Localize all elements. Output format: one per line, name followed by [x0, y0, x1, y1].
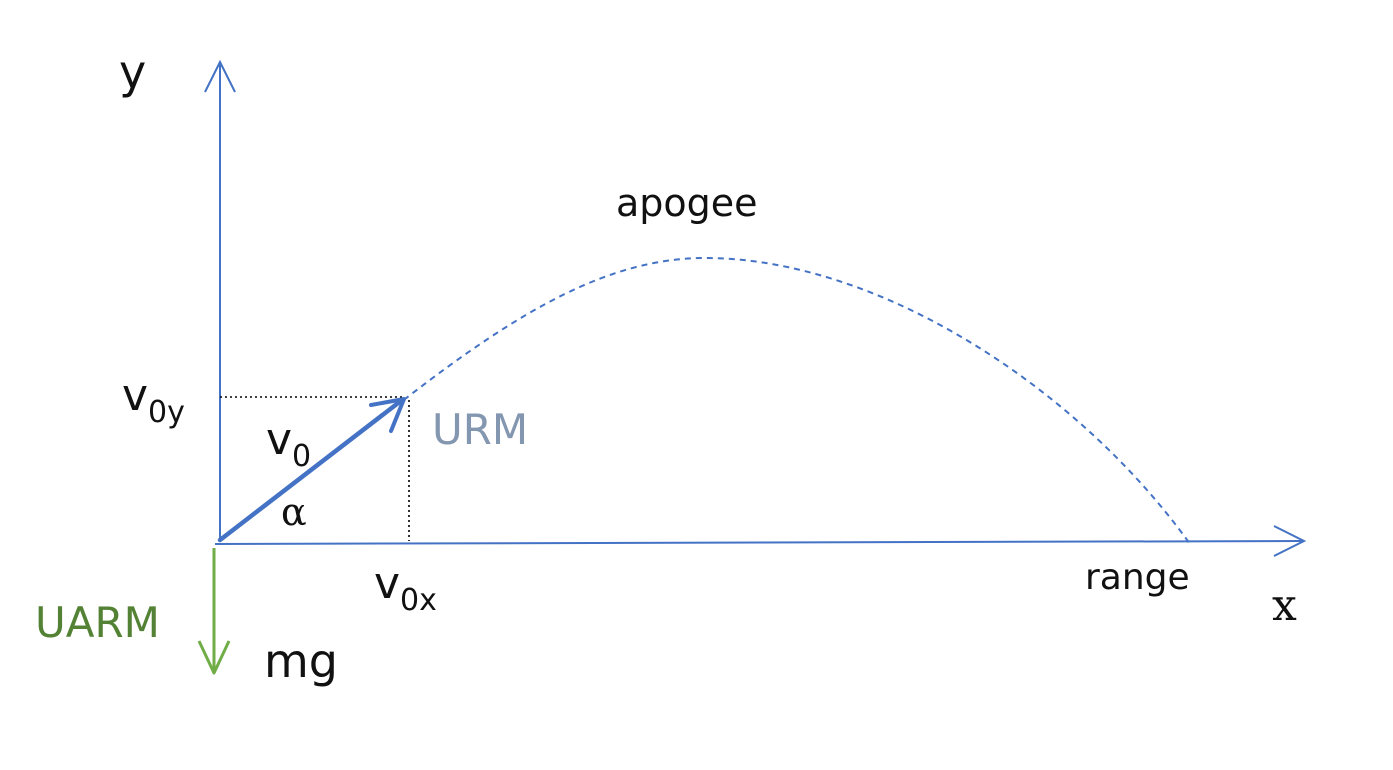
uarm-label: UARM: [35, 598, 160, 647]
y-axis-arrowhead: [204, 59, 236, 93]
v0x-label: v0x: [374, 558, 437, 618]
gravity-arrowhead: [197, 640, 231, 675]
v0-main: v: [266, 414, 292, 465]
v0x-subscript: 0x: [400, 583, 437, 618]
apogee-label: apogee: [616, 181, 758, 225]
v0-label: v0: [266, 414, 311, 474]
v0-vector: [217, 397, 405, 543]
v0-arrowhead: [369, 397, 406, 433]
x-axis-arrowhead: [1273, 525, 1307, 557]
alpha-label: α: [281, 490, 307, 534]
mg-label: mg: [264, 634, 338, 688]
range-label: range: [1085, 557, 1190, 598]
x-axis-line: [214, 540, 1303, 545]
v0x-main: v: [374, 558, 400, 609]
v0y-label: v0y: [122, 370, 185, 430]
v0y-subscript: 0y: [148, 395, 185, 430]
v0y-main: v: [122, 370, 148, 421]
y-axis-label: y: [119, 45, 146, 99]
v0-subscript: 0: [292, 439, 311, 474]
urm-label: URM: [432, 405, 528, 454]
x-axis-label: x: [1272, 580, 1297, 631]
trajectory-curve: [219, 256, 1191, 545]
